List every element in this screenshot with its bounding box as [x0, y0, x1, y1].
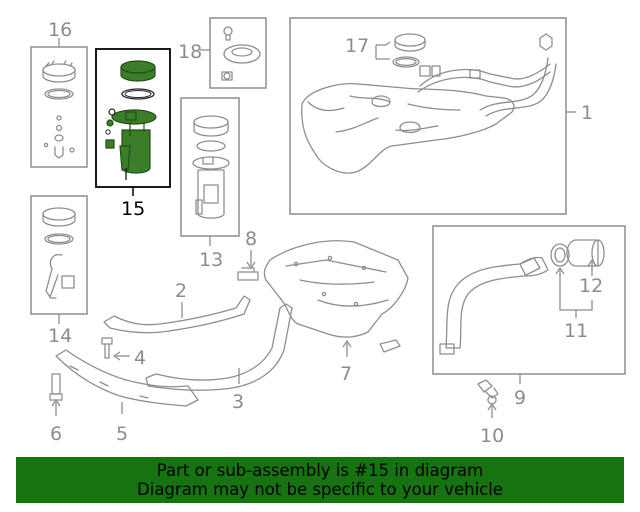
part-8-clip: [237, 250, 259, 281]
callout-14: 14: [48, 325, 72, 347]
callout-6: 6: [50, 423, 62, 445]
parts-diagram: 16 15 18: [30, 17, 626, 447]
part-5-bracket: [55, 349, 199, 414]
part-7-shield: [263, 240, 409, 357]
callout-5: 5: [116, 423, 128, 445]
callout-16: 16: [48, 19, 72, 41]
notice-banner: Part or sub-assembly is #15 in diagram D…: [16, 457, 624, 503]
banner-line-2: Diagram may not be specific to your vehi…: [137, 480, 503, 499]
part-10-bolt: [477, 379, 499, 418]
callout-12: 12: [579, 275, 603, 297]
callout-11: 11: [564, 320, 588, 342]
callout-17: 17: [345, 35, 369, 57]
callout-13: 13: [199, 249, 223, 271]
callout-15: 15: [121, 198, 145, 220]
callout-8: 8: [245, 228, 257, 250]
part-2-strap: [103, 295, 251, 334]
part-16-kit: [30, 38, 88, 168]
part-15-fuel-pump-module: [95, 48, 171, 196]
part-6-bolt: [49, 373, 63, 416]
callout-9: 9: [514, 387, 526, 409]
part-9-filler-neck: [432, 225, 626, 384]
callout-10: 10: [480, 425, 504, 447]
part-1-fuel-tank: [289, 17, 576, 215]
part-3-strap: [145, 303, 293, 391]
callout-1: 1: [581, 102, 593, 124]
part-13-pump-assembly: [180, 97, 240, 246]
part-14-sender-kit: [30, 195, 88, 324]
banner-line-1: Part or sub-assembly is #15 in diagram: [156, 461, 484, 480]
part-4-bolt: [101, 337, 130, 361]
callout-3: 3: [232, 391, 244, 413]
callout-4: 4: [134, 347, 146, 369]
callout-7: 7: [340, 363, 352, 385]
callout-2: 2: [175, 280, 187, 302]
callout-18: 18: [178, 41, 202, 63]
part-18-cover: [200, 17, 267, 89]
